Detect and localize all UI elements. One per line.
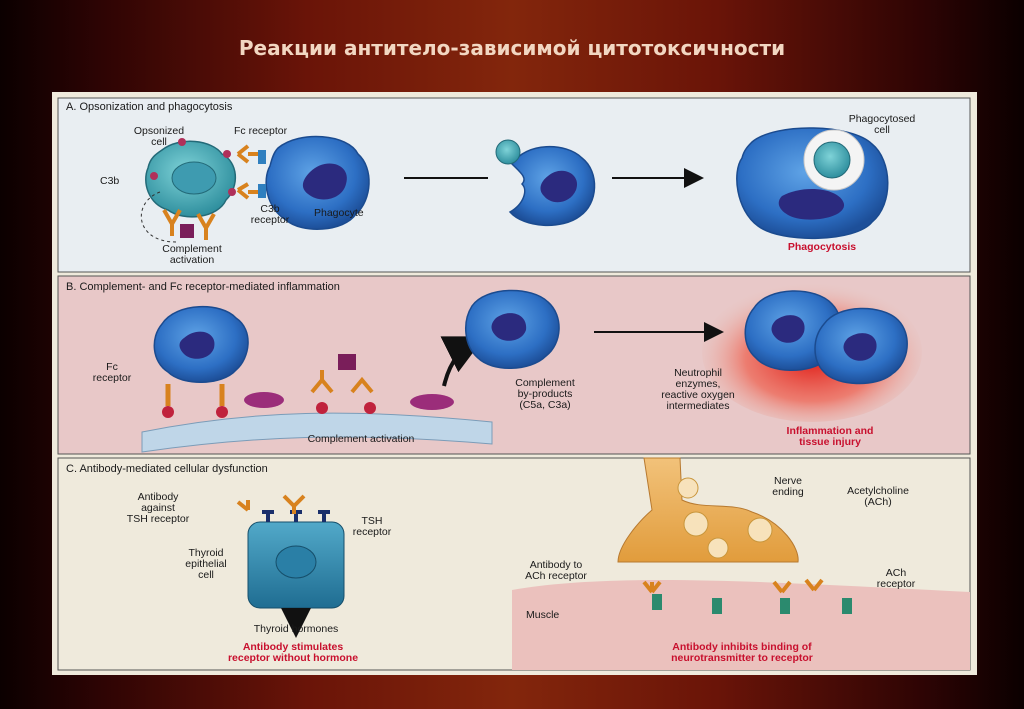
fc-receptor-label: Fc receptor: [234, 125, 288, 137]
neutrophil-enzymes-label: Neutrophil enzymes, reactive oxygen inte…: [661, 367, 735, 412]
acetylcholine-label: Acetylcholine (ACh): [847, 485, 909, 508]
thyroid-hormones-label: Thyroid hormones: [253, 623, 339, 635]
diagram-figure: A. Opsonization and phagocytosis Opsoniz…: [52, 92, 977, 675]
c3b-label: C3b: [100, 175, 120, 187]
panel-b-header: B. Complement- and Fc receptor-mediated …: [66, 281, 340, 293]
c3b-receptor-label: C3b receptor: [250, 203, 290, 226]
antibody-ach-label: Antibody to ACh receptor: [525, 559, 587, 582]
page-title: Реакции антитело-зависимой цитотоксичнос…: [238, 36, 786, 60]
thyroid-cell-label: Thyroid epithelial cell: [185, 547, 227, 581]
panel-c: [57, 457, 971, 671]
stimulates-label: Antibody stimulates receptor without hor…: [227, 641, 359, 664]
ach-receptor-label: ACh receptor: [876, 567, 916, 590]
phagocytosed-cell-label: Phagocytosed cell: [848, 113, 916, 136]
panel-b: [57, 275, 971, 455]
complement-activation-label: Complement activation: [162, 243, 222, 266]
panel-c-header: C. Antibody-mediated cellular dysfunctio…: [66, 463, 268, 475]
muscle-label: Muscle: [526, 609, 560, 621]
inflammation-label: Inflammation and tissue injury: [786, 425, 874, 448]
complement-activation-b-label: Complement activation: [307, 433, 415, 445]
antibody-tsh-label: Antibody against TSH receptor: [126, 491, 190, 525]
panel-a-header: A. Opsonization and phagocytosis: [66, 101, 233, 113]
nerve-ending-label: Nerve ending: [772, 475, 804, 498]
fc-receptor-b-label: Fc receptor: [92, 361, 132, 384]
complement-byproducts-label: Complement by-products (C5a, C3a): [515, 377, 575, 411]
opsonized-cell-label: Opsonized cell: [133, 125, 185, 148]
phagocyte-label: Phagocyte: [314, 207, 364, 219]
tsh-receptor-label: TSH receptor: [352, 515, 392, 538]
diagram-artwork: [57, 97, 971, 671]
phagocytosis-label: Phagocytosis: [787, 241, 857, 253]
panel-a: [57, 97, 971, 273]
inhibits-label: Antibody inhibits binding of neurotransm…: [671, 641, 813, 664]
